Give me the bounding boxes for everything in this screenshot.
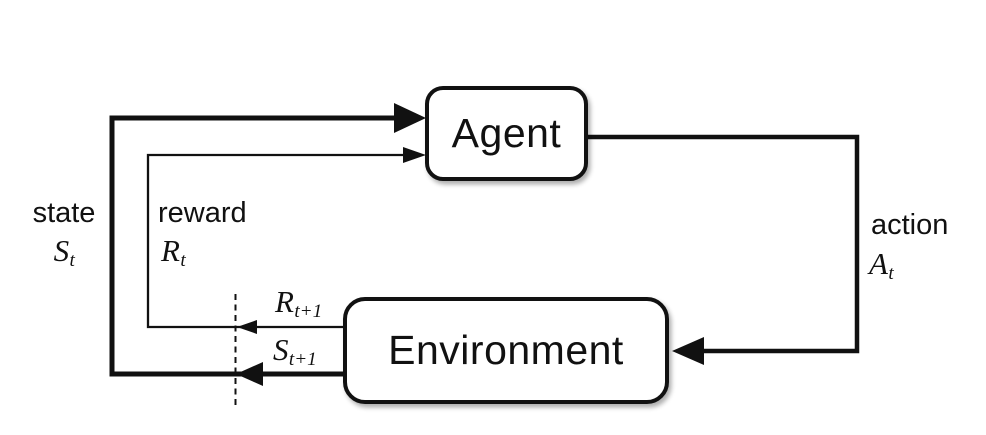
state-loop-line	[109, 115, 421, 377]
reward-label-text: reward	[158, 197, 247, 229]
action-symbol-base: A	[869, 246, 888, 281]
next-reward-symbol: Rt+1	[275, 284, 322, 321]
action-arrowhead-into-environment-icon	[672, 337, 704, 365]
state-arrowhead-at-divider-icon	[236, 362, 263, 386]
environment-box-label: Environment	[388, 327, 624, 373]
agent-box: Agent	[425, 86, 588, 181]
state-arrowhead-into-agent-icon	[394, 103, 426, 133]
action-loop-line	[588, 134, 860, 354]
agent-box-label: Agent	[451, 110, 562, 156]
action-symbol-subscript: t	[888, 263, 894, 285]
next-state-symbol: St+1	[273, 332, 317, 369]
action-label-text: action	[871, 209, 949, 241]
next-state-symbol-base: S	[273, 332, 289, 367]
reward-arrowhead-at-divider-icon	[237, 320, 257, 334]
state-label: state	[16, 199, 112, 228]
action-symbol: At	[869, 246, 894, 283]
reward-symbol-base: R	[161, 233, 180, 268]
state-symbol: St	[16, 233, 112, 270]
reward-symbol: Rt	[161, 233, 186, 270]
state-symbol-base: S	[53, 233, 70, 268]
next-reward-symbol-base: R	[275, 284, 294, 319]
next-state-symbol-subscript: t+1	[288, 349, 317, 371]
next-reward-symbol-subscript: t+1	[294, 301, 323, 323]
state-label-text: state	[32, 197, 96, 229]
reward-label: reward	[158, 199, 247, 228]
state-symbol-subscript: t	[69, 250, 75, 272]
action-label: action	[871, 211, 948, 240]
reward-arrowhead-into-agent-icon	[403, 147, 426, 163]
environment-box: Environment	[343, 297, 669, 404]
reward-symbol-subscript: t	[180, 250, 186, 272]
